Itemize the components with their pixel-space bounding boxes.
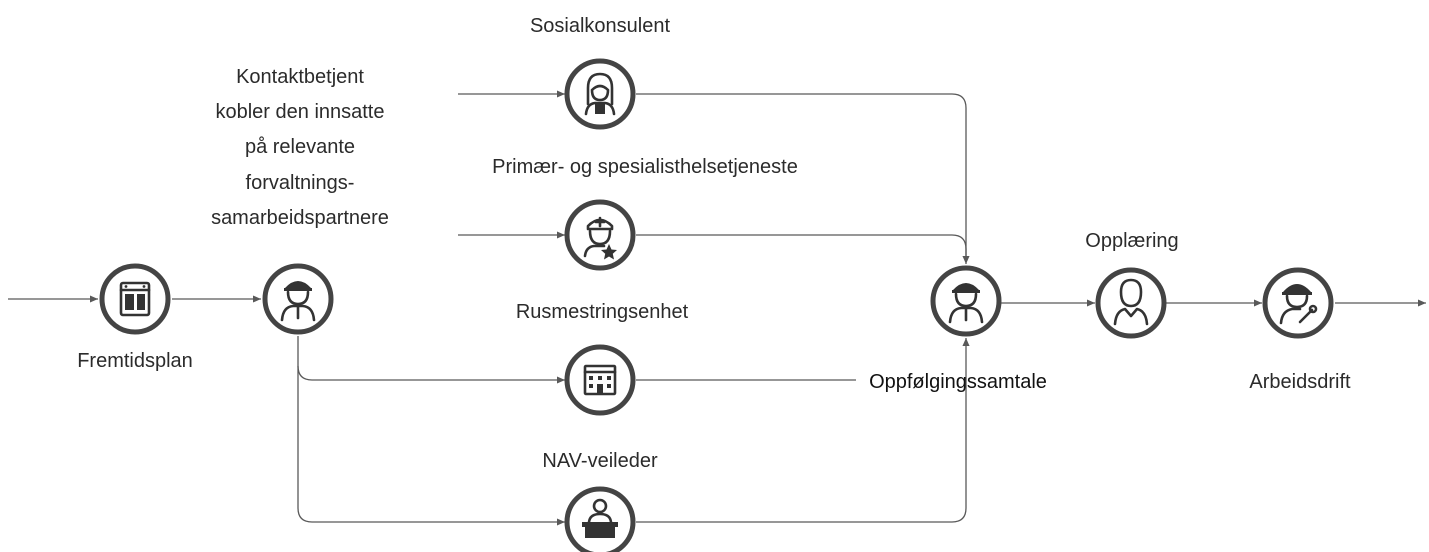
label-helsetjeneste: Primær- og spesialisthelsetjeneste xyxy=(492,156,798,178)
svg-text:Kontaktbetjent: Kontaktbetjent xyxy=(236,66,364,88)
connector-helsetjeneste-to-oppfolging xyxy=(636,234,967,262)
officer-icon xyxy=(948,283,984,324)
label-sosialkonsulent: Sosialkonsulent xyxy=(530,15,671,37)
connector-sosialkonsulent-to-oppfolging xyxy=(636,93,970,264)
label-oppfolging: Oppfølgingssamtale xyxy=(869,371,1047,393)
plan-document-icon xyxy=(119,281,151,317)
label-kontaktbetjent: Kontaktbetjent kobler den innsatte på re… xyxy=(211,66,389,229)
nurse-icon xyxy=(583,216,617,260)
node-opplaering xyxy=(1095,267,1167,339)
svg-text:kobler den innsatte: kobler den innsatte xyxy=(215,101,384,123)
node-rusmestring xyxy=(564,344,636,416)
worker-wrench-icon xyxy=(1279,284,1318,325)
svg-text:på relevante: på relevante xyxy=(245,136,355,158)
svg-text:forvaltnings-: forvaltnings- xyxy=(246,172,355,194)
node-helsetjeneste xyxy=(564,199,636,271)
label-nav: NAV-veileder xyxy=(542,450,658,472)
node-nav xyxy=(564,486,636,552)
node-oppfolging xyxy=(930,265,1002,337)
connector-to-nav xyxy=(297,366,565,526)
svg-text:samarbeidspartnere: samarbeidspartnere xyxy=(211,207,389,229)
woman-icon xyxy=(584,72,616,116)
building-icon xyxy=(583,364,617,396)
label-arbeidsdrift: Arbeidsdrift xyxy=(1249,371,1351,393)
label-opplaering: Opplæring xyxy=(1085,230,1178,252)
counselor-desk-icon xyxy=(582,498,618,538)
node-arbeidsdrift xyxy=(1262,267,1334,339)
label-fremtidsplan: Fremtidsplan xyxy=(77,350,193,372)
label-rusmestring: Rusmestringsenhet xyxy=(516,301,689,323)
node-kontaktbetjent xyxy=(262,263,334,335)
connector-nav-to-oppfolging xyxy=(636,338,970,523)
node-sosialkonsulent xyxy=(564,58,636,130)
node-fremtidsplan xyxy=(99,263,171,335)
person-outline-icon xyxy=(1113,278,1149,326)
connectors xyxy=(8,90,1426,526)
officer-icon xyxy=(280,281,316,322)
connector-to-rusmestring xyxy=(297,336,565,384)
